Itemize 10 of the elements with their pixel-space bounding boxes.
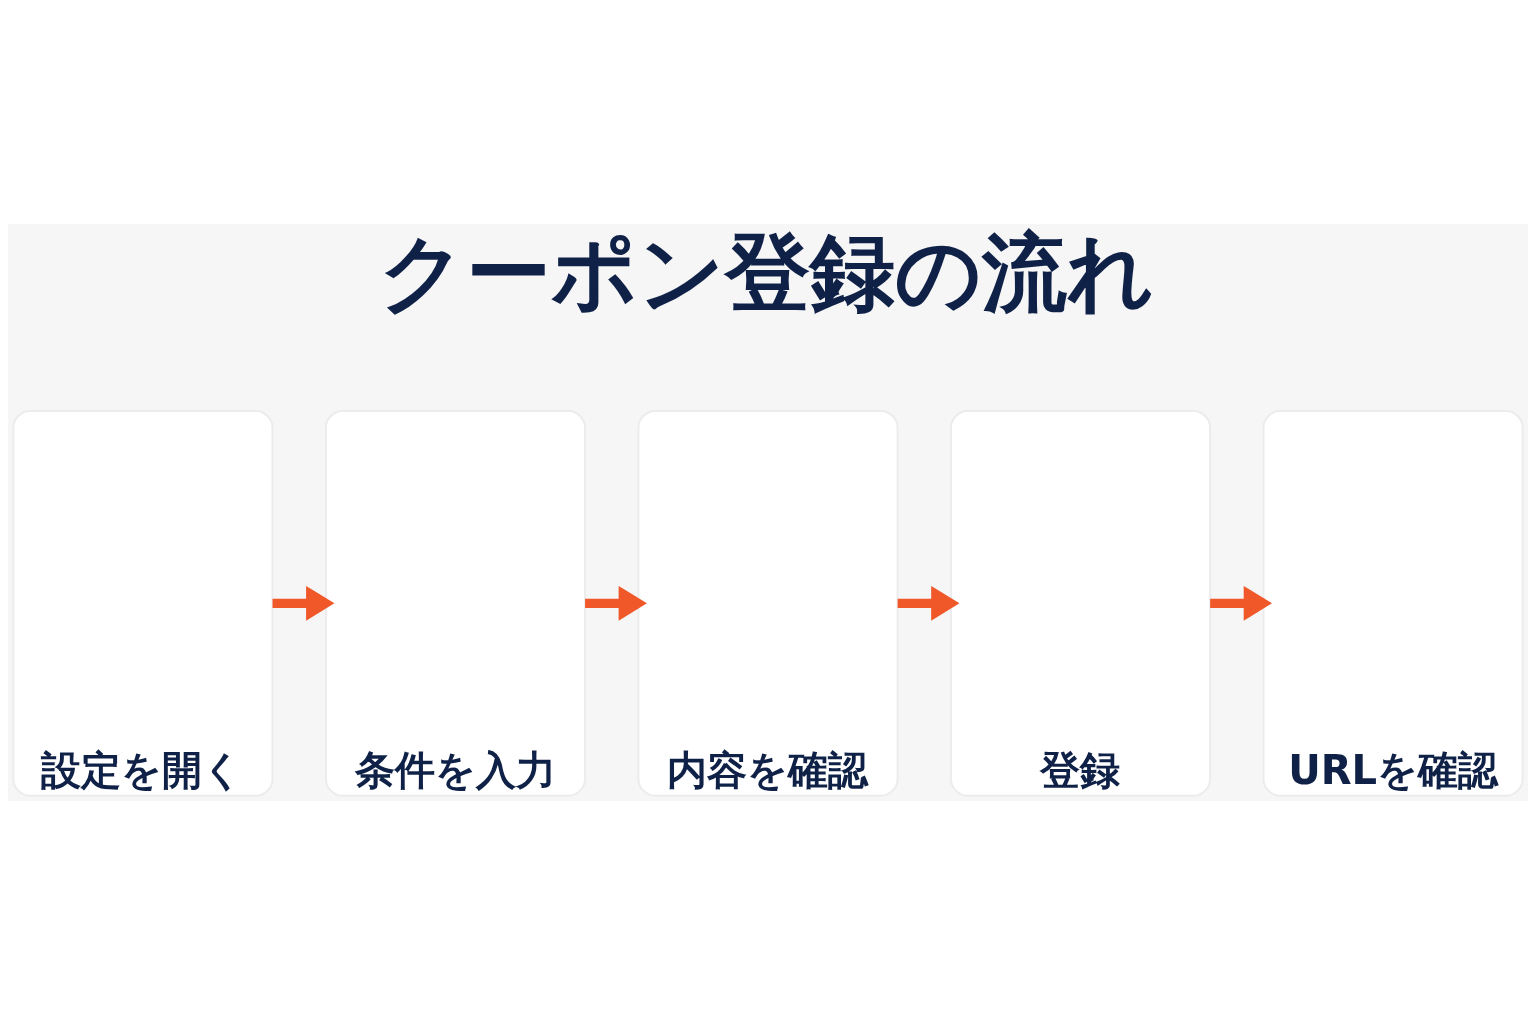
arrow bbox=[897, 585, 960, 621]
arrow bbox=[1210, 585, 1272, 621]
arrow bbox=[272, 585, 335, 621]
node-box: URLを確認 bbox=[1262, 409, 1524, 797]
node-box: 設定を開く bbox=[12, 409, 274, 797]
diagram-title: クーポン登録の流れ bbox=[379, 222, 1155, 322]
arrow bbox=[585, 585, 647, 621]
node-box: 内容を確認 bbox=[637, 409, 899, 797]
node-box: 登録 bbox=[950, 409, 1212, 797]
node-box: 条件を入力 bbox=[324, 409, 586, 797]
